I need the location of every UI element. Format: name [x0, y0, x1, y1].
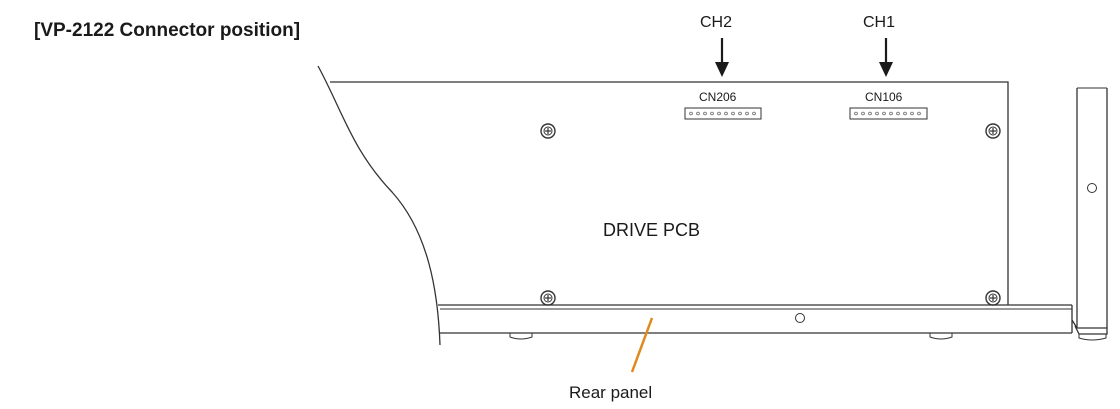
connector-pin [882, 111, 886, 116]
foot-left [509, 333, 533, 340]
connector-pin [861, 111, 865, 116]
rear-panel-leader-line [630, 317, 654, 373]
connector-pin [854, 111, 858, 116]
ch1-indicator: CH1 [863, 14, 895, 77]
connector-pin [903, 111, 907, 116]
connector-pin [724, 111, 728, 116]
drive-pcb-label: DRIVE PCB [603, 220, 700, 240]
connector-pin [731, 111, 735, 116]
right-side-panel [1071, 87, 1108, 341]
connector-pin [875, 111, 879, 116]
screw-head-icon [540, 123, 556, 139]
connector-pin [910, 111, 914, 116]
connector-pin [752, 111, 756, 116]
screw-head-icon [985, 123, 1001, 139]
connector-pin [738, 111, 742, 116]
ch1-label: CH1 [863, 14, 895, 31]
connector-pin [889, 111, 893, 116]
cn106-label: CN106 [865, 90, 903, 104]
mounting-hole-icon [1087, 183, 1097, 193]
foot-side [1078, 334, 1107, 341]
rear-panel-label: Rear panel [569, 383, 652, 402]
connector-cn106: CN106 [849, 90, 928, 120]
connector-cn206: CN206 [684, 90, 762, 120]
connector-pin [717, 111, 721, 116]
ch2-label: CH2 [700, 14, 732, 31]
connector-pin [868, 111, 872, 116]
connector-pin [917, 111, 921, 116]
connector-pin [710, 111, 714, 116]
mounting-hole-icon [795, 313, 805, 323]
diagram-title: [VP-2122 Connector position] [34, 20, 300, 41]
arrow-down-icon [879, 62, 893, 77]
screw-head-icon [540, 290, 556, 306]
rear-panel-rail [438, 304, 1073, 340]
connector-pin [696, 111, 700, 116]
connector-pin [745, 111, 749, 116]
connector-pin [689, 111, 693, 116]
arrow-down-icon [715, 62, 729, 77]
drive-pcb-board [330, 81, 1009, 305]
ch2-indicator: CH2 [700, 14, 732, 77]
connector-pin [896, 111, 900, 116]
chassis-curved-wall [317, 65, 441, 346]
foot-right [929, 333, 953, 340]
cn206-label: CN206 [699, 90, 737, 104]
screw-head-icon [985, 290, 1001, 306]
connector-pin [703, 111, 707, 116]
